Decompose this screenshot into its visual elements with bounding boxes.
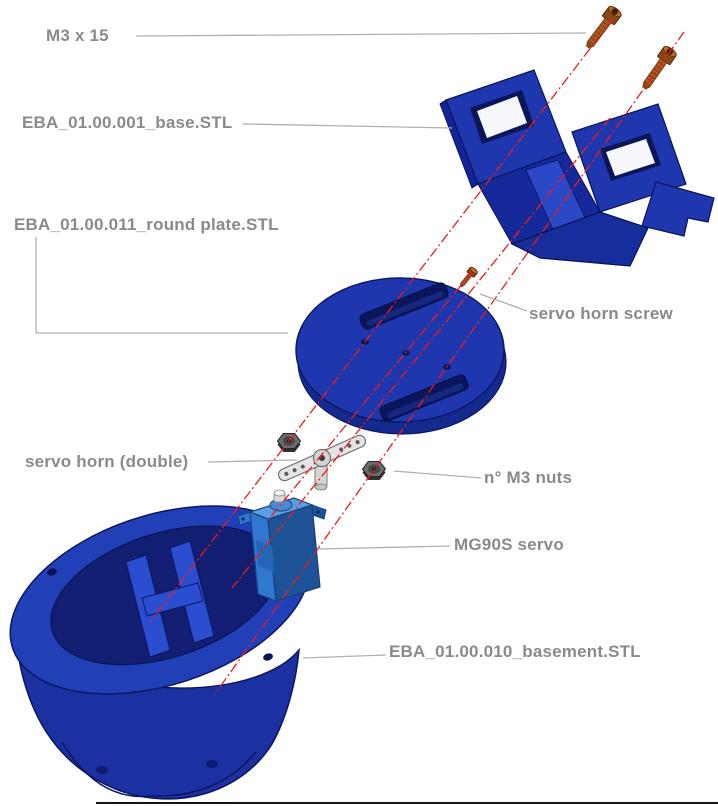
m3-screw-1: [585, 5, 622, 49]
label-m3-nuts: n° M3 nuts: [484, 468, 573, 487]
m3-nut-left: [276, 433, 302, 452]
leader-horn-screw: [479, 293, 528, 312]
basement-h-bracket-crossbar: [141, 582, 204, 617]
basement-foot-hole: [96, 766, 108, 774]
axis-line-center: [231, 117, 611, 589]
base-left-slot-hole: [477, 96, 527, 138]
round-plate-slot-lower: [379, 374, 469, 422]
label-servo-horn: servo horn (double): [25, 452, 189, 471]
leader-lines: [35, 32, 587, 659]
servo-horn-hole: [284, 471, 289, 476]
screw-threads: [587, 20, 610, 46]
label-servo: MG90S servo: [454, 535, 564, 554]
leader-servo: [317, 545, 451, 550]
bottom-border-line: [96, 802, 718, 804]
round-plate-slot-upper: [359, 282, 449, 330]
axis-line-screw1: [149, 19, 613, 623]
label-m3-screws: M3 x 15: [46, 26, 109, 45]
screw-head-top: [469, 266, 478, 275]
servo-ear-hole: [241, 517, 245, 521]
leader-base: [242, 123, 453, 129]
leader-nuts: [393, 470, 482, 479]
base-part: [439, 69, 715, 267]
axis-line-screw2: [214, 31, 685, 695]
servo-horn-hole: [347, 443, 352, 448]
base-right-slot-hole: [606, 139, 655, 176]
base-right-tab-notched: [641, 181, 715, 237]
label-base: EBA_01.00.001_base.STL: [22, 113, 233, 132]
basement-foot-edge-left: [61, 741, 153, 798]
m3-nut-right: [361, 461, 387, 480]
basement-flange-hole: [47, 568, 57, 576]
round-plate-part: [295, 277, 507, 435]
servo-side-face: [267, 504, 321, 602]
servo-horn-hole: [300, 464, 305, 469]
servo-horn-hole: [292, 468, 297, 473]
servo-ear-hole: [316, 510, 320, 514]
servo-output-spline: [273, 489, 286, 497]
label-round-plate: EBA_01.00.011_round plate.STL: [14, 215, 279, 234]
screw-tip: [585, 42, 594, 49]
assembly-axis-lines: [149, 19, 685, 695]
leader-m3x15: [135, 32, 587, 37]
leader-servo-horn: [207, 459, 298, 463]
basement-flange-hole: [263, 653, 273, 661]
servo-horn-hole: [339, 447, 344, 452]
basement-part: [9, 505, 311, 800]
servo-horn-part: [277, 434, 367, 491]
servo-horn-hub-bottom: [314, 483, 328, 491]
leader-round-plate: [35, 237, 288, 334]
screw-hex-socket: [611, 8, 618, 15]
label-servo-horn-screw: servo horn screw: [529, 304, 673, 323]
label-basement: EBA_01.00.010_basement.STL: [389, 642, 641, 661]
basement-foot-edge-right: [151, 751, 257, 797]
basement-foot-hole: [206, 760, 218, 768]
base-bottom-plate: [510, 211, 649, 267]
mg90s-servo-part: [237, 489, 327, 602]
servo-label-sticker: [256, 540, 274, 572]
servo-horn-hole: [355, 440, 360, 445]
leader-basement: [302, 654, 387, 659]
